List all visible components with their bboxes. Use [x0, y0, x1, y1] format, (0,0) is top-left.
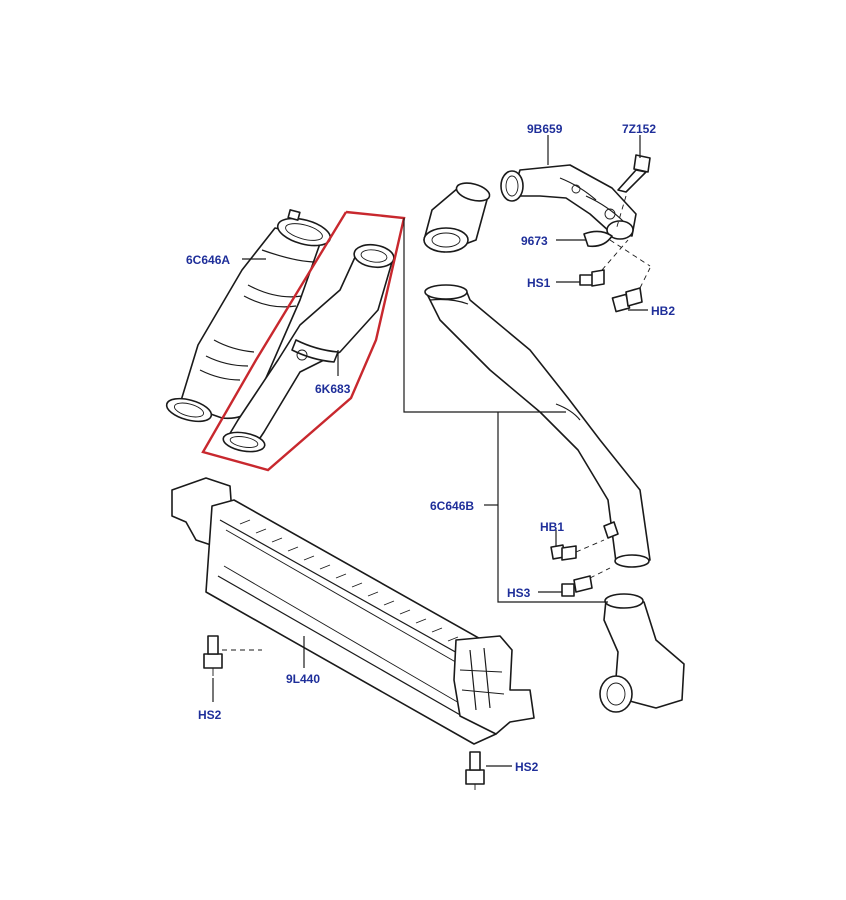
duct-9B659[interactable]	[500, 164, 637, 240]
label-7Z152[interactable]: 7Z152	[622, 122, 656, 136]
highlight-outline	[201, 210, 406, 472]
callout-labels: 9B659 7Z152 9673 HS1 HB2 6C646A 6K683 6C…	[186, 122, 675, 774]
label-9B659[interactable]: 9B659	[527, 122, 563, 136]
screw-HS2-bottom[interactable]	[465, 751, 485, 790]
screw-HS3[interactable]	[561, 567, 611, 597]
label-6K683[interactable]: 6K683	[315, 382, 351, 396]
label-9673[interactable]: 9673	[521, 234, 548, 248]
label-9L440[interactable]: 9L440	[286, 672, 320, 686]
label-HS2-bottom[interactable]: HS2	[515, 760, 539, 774]
screw-HS2-left[interactable]	[203, 635, 262, 676]
label-6C646A[interactable]: 6C646A	[186, 253, 230, 267]
leader-lines	[212, 135, 648, 767]
hose-6K683[interactable]	[222, 242, 396, 454]
label-HB1[interactable]: HB1	[540, 520, 564, 534]
label-HB2[interactable]: HB2	[651, 304, 675, 318]
elbow-hose-lower[interactable]	[599, 593, 685, 713]
bolt-7Z152[interactable]	[615, 154, 651, 231]
label-HS1[interactable]: HS1	[527, 276, 551, 290]
hose-6C646B[interactable]	[424, 284, 651, 568]
intercooler-9L440[interactable]	[171, 477, 535, 745]
hose-6C646A[interactable]	[164, 209, 333, 426]
elbow-hose-upper[interactable]	[423, 180, 491, 253]
label-HS3[interactable]: HS3	[507, 586, 531, 600]
label-6C646B[interactable]: 6C646B	[430, 499, 474, 513]
label-HS2-left[interactable]: HS2	[198, 708, 222, 722]
bolt-HB2[interactable]	[611, 267, 651, 313]
bolt-HB1[interactable]	[550, 539, 605, 561]
clip-9673[interactable]	[583, 230, 651, 267]
screw-HS1[interactable]	[579, 239, 629, 287]
